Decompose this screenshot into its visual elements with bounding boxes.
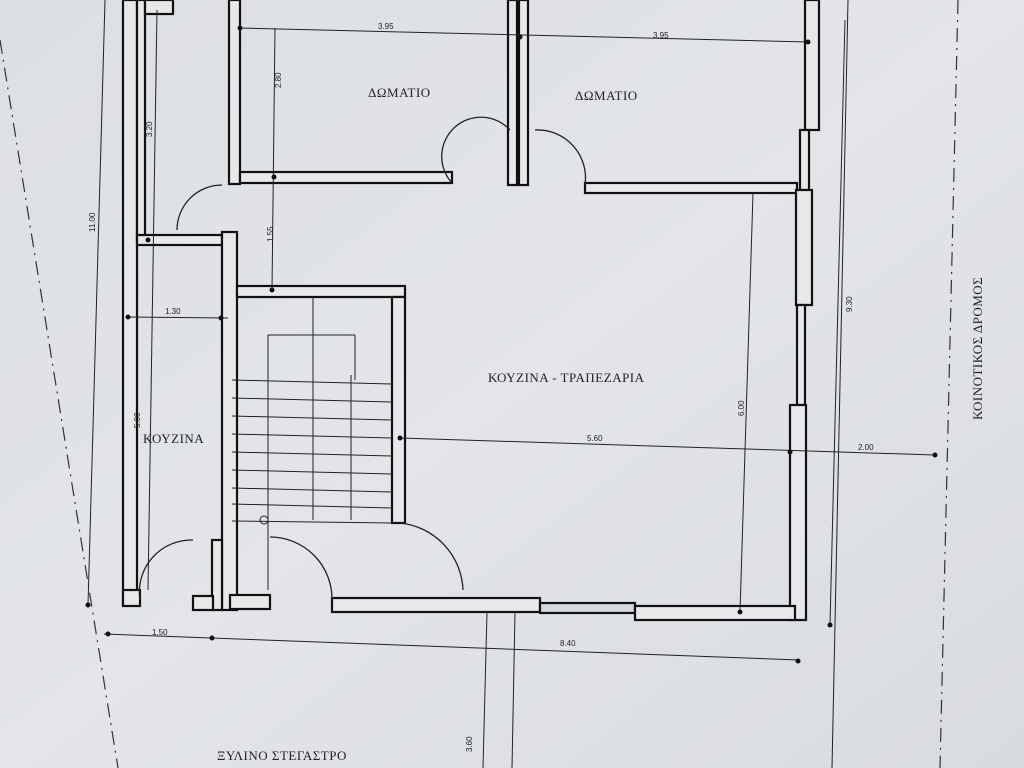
dim-dining-depth: 6.00 [737,400,746,416]
dim-shelter-depth: 3.60 [465,736,474,752]
dim-kitchen-depth: 5.00 [133,412,142,428]
dim-hall-depth: 1.55 [266,226,275,242]
dim-corridor-left: 3.20 [145,121,154,137]
dim-right-side: 9.30 [845,296,854,312]
boundary-line-road [939,0,959,768]
dim-bottom-left: 1.50 [152,628,168,637]
road-edge-line [831,0,849,768]
dim-bedroom-depth: 2.80 [274,72,283,88]
dim-total-depth: 11.00 [88,212,97,232]
dim-bottom-total: 8.40 [560,639,576,648]
room-label-wooden-shelter: ΞΥΛΙΝΟ ΣΤΕΓΑΣΤΡΟ [217,748,347,763]
room-label-kitchen: ΚΟΥΖΙΝΑ [143,431,204,446]
doors [138,116,587,601]
dim-kitchen-width: 1.30 [165,307,181,316]
dim-setback-road: 2.00 [858,443,874,452]
dimension-lines [85,0,938,768]
room-label-kitchen-dining: ΚΟΥΖΙΝΑ - ΤΡΑΠΕΖΑΡΙΑ [488,370,645,385]
dim-dining-width: 5.60 [587,434,603,443]
room-label-bedroom-right: ΔΩΜΑΤΙΟ [575,88,638,103]
staircase [231,297,393,590]
dim-bedroom-left-width: 3.95 [378,22,394,31]
walls [121,0,821,622]
dim-bedroom-right-width: 3.95 [653,31,669,40]
label-community-road: ΚΟΙΝΟΤΙΚΟΣ ΔΡΟΜΟΣ [970,277,985,420]
boundary-line-left [0,39,119,768]
room-label-bedroom-left: ΔΩΜΑΤΙΟ [368,85,431,100]
